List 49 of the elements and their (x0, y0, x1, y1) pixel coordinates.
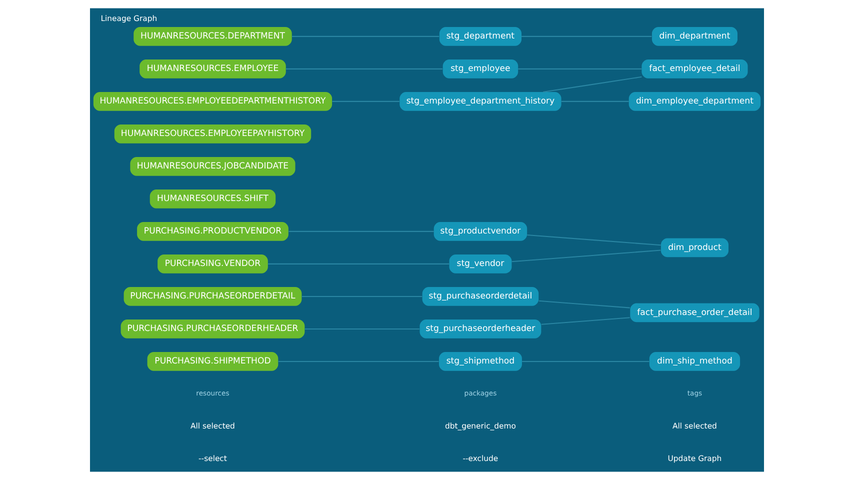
connector (301, 296, 422, 297)
node-box: dim_ship_method (648, 352, 740, 371)
node-box: dim_employee_department (628, 92, 760, 111)
node-box: stg_productvendor (433, 222, 527, 241)
node-box: fact_employee_detail (641, 60, 748, 78)
node-box: stg_vendor (448, 254, 512, 274)
node-box: dim_department (651, 27, 737, 46)
node-box: stg_department (438, 27, 522, 46)
node-box: stg_employee_department_history (399, 92, 561, 111)
connector (511, 250, 660, 262)
connector (278, 360, 438, 362)
node-box: PURCHASING.PURCHASEORDERHEADER (120, 320, 304, 338)
node-box: HUMANRESOURCES.EMPLOYEEPAYHISTORY (114, 124, 311, 144)
node-box: stg_employee (442, 60, 518, 78)
connector (304, 328, 419, 330)
label: All selected (672, 421, 716, 430)
connector (526, 234, 660, 246)
label: --exclude (462, 454, 498, 463)
node-box: stg_purchaseorderdetail (422, 287, 538, 306)
label: --select (198, 454, 226, 463)
node-box: HUMANRESOURCES.SHIFT (149, 190, 276, 208)
node-box: fact_purchase_order_detail (630, 303, 759, 322)
connector (521, 36, 652, 37)
connector (268, 263, 449, 264)
connector (560, 100, 628, 102)
connector (540, 317, 630, 325)
connector (288, 230, 434, 232)
node-box: HUMANRESOURCES.DEPARTMENT (133, 27, 292, 46)
connector (332, 100, 399, 102)
connector (291, 36, 439, 37)
node-box: PURCHASING.SHIPMETHOD (146, 352, 278, 371)
connector (538, 300, 630, 308)
diagram-title: Lineage Graph (100, 14, 157, 24)
node-box: stg_purchaseorderheader (419, 320, 541, 338)
label: All selected (190, 421, 234, 430)
connector (285, 68, 442, 70)
connector (542, 76, 642, 92)
node-box: PURCHASING.VENDOR (157, 254, 268, 274)
node-box: PURCHASING.PRODUCTVENDOR (136, 222, 288, 241)
connector (518, 68, 642, 70)
node-box: stg_shipmethod (438, 352, 522, 371)
node-box: HUMANRESOURCES.JOBCANDIDATE (130, 157, 295, 176)
label: Update Graph (667, 454, 722, 463)
connector (522, 360, 649, 362)
node-box: HUMANRESOURCES.EMPLOYEEDEPARTMENTHISTORY (92, 92, 332, 111)
node-box: dim_product (660, 238, 728, 258)
label: dbt_generic_demo (444, 421, 516, 430)
node-box: PURCHASING.PURCHASEORDERDETAIL (123, 287, 302, 306)
node-box: HUMANRESOURCES.EMPLOYEE (139, 60, 286, 78)
